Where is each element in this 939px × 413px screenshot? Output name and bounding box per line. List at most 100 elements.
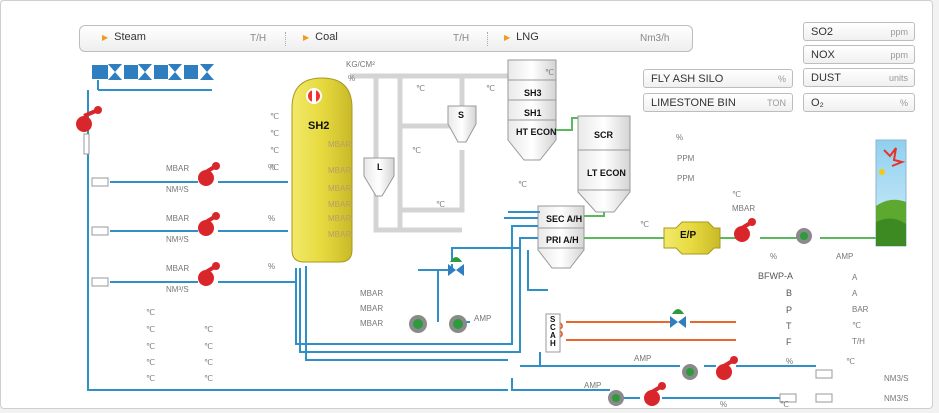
id-fan-percent-label: % <box>770 252 778 261</box>
header-bar: ▶Steam T/H ▶Coal T/H ▶LNG Nm3/h <box>79 25 693 52</box>
cyclone-l-label: L <box>377 162 383 172</box>
control-valve-icon[interactable] <box>448 257 464 276</box>
boiler-pressure-unit: KG/CM² <box>346 60 375 69</box>
header-coal-label: Coal <box>315 31 338 43</box>
fly-ash-silo-box[interactable]: FLY ASH SILO% <box>643 69 793 88</box>
pump-icon[interactable] <box>449 315 467 333</box>
boiler-mbar-label: MBAR <box>328 230 352 239</box>
control-valve-icon[interactable] <box>670 309 686 328</box>
boiler-level-unit: % <box>348 74 356 83</box>
expansion-joint <box>91 277 109 287</box>
fan-temp-label: ℃ <box>780 400 789 409</box>
header-separator <box>285 32 287 46</box>
pump-mbar-label: MBAR <box>360 319 384 328</box>
red-fan-icon[interactable] <box>734 218 756 242</box>
bfwp-row: B <box>786 288 793 298</box>
expansion-joint <box>815 369 833 379</box>
pump-icon[interactable] <box>608 390 624 406</box>
gas-ppm-label: PPM <box>677 174 695 183</box>
id-fan-mbar-label: MBAR <box>732 204 756 213</box>
expansion-joint <box>91 177 109 187</box>
red-fan-icon[interactable] <box>716 356 738 380</box>
temp-label: ℃ <box>204 342 213 351</box>
bfwp-unit: A <box>852 273 858 282</box>
header-item-lng[interactable]: ▶LNG <box>504 31 539 43</box>
temp-label: ℃ <box>204 358 213 367</box>
temp-label: ℃ <box>146 325 155 334</box>
boiler-temp-unit: ℃ <box>270 163 279 172</box>
duct-temp-label: ℃ <box>436 200 445 209</box>
id-fan-temp-label: ℃ <box>732 190 741 199</box>
air-heater <box>537 205 585 269</box>
fan3-mbar-label: MBAR <box>166 264 190 273</box>
fan-amp-label: AMP <box>634 354 652 363</box>
gate-valve-icon[interactable] <box>154 64 182 80</box>
gate-valve-icon[interactable] <box>124 64 152 80</box>
temp-label: ℃ <box>204 325 213 334</box>
gate-valve-icon[interactable] <box>184 64 214 80</box>
bfwp-unit: T/H <box>852 337 865 346</box>
red-fan-icon[interactable] <box>644 382 666 406</box>
o2-label: O₂ <box>811 97 824 109</box>
so2-unit: ppm <box>890 27 908 37</box>
pump-icon[interactable] <box>409 315 427 333</box>
duct-temp-label: ℃ <box>416 84 425 93</box>
temp-label: ℃ <box>146 308 155 317</box>
boiler-mbar-label: MBAR <box>328 184 352 193</box>
arrow-right-icon: ▶ <box>303 33 310 42</box>
temp-label: ℃ <box>146 374 155 383</box>
boiler-percent-unit: % <box>268 214 276 223</box>
limestone-bin-label: LIMESTONE BIN <box>651 97 736 109</box>
pump-icon[interactable] <box>796 228 812 244</box>
electrostatic-precipitator <box>663 221 721 255</box>
cyclone-l <box>363 157 395 197</box>
header-coal-unit: T/H <box>453 33 470 44</box>
header-steam-label: Steam <box>114 31 146 43</box>
fan1-flow-label: NM³/S <box>166 185 189 194</box>
gray-duct-group <box>350 73 512 233</box>
limestone-bin-unit: TON <box>767 98 786 108</box>
fly-ash-silo-label: FLY ASH SILO <box>651 73 724 85</box>
boiler-label: SH2 <box>308 120 330 132</box>
bfwp-unit: A <box>852 289 858 298</box>
bfwp-unit: BAR <box>852 305 869 314</box>
boiler-temp-unit: ℃ <box>270 129 279 138</box>
fly-ash-silo-unit: % <box>777 74 786 84</box>
gate-valve-icon[interactable] <box>92 64 122 80</box>
sec-ah-label: SEC A/H <box>546 214 583 224</box>
red-fan-icon[interactable] <box>76 106 102 155</box>
lt-econ-label: LT ECON <box>587 168 626 178</box>
duct-return <box>373 192 400 233</box>
o2-box[interactable]: O₂% <box>803 93 915 112</box>
boiler-mbar-label: MBAR <box>328 166 352 175</box>
red-fan-icon[interactable] <box>198 212 220 236</box>
expansion-joint <box>91 226 109 236</box>
limestone-bin-box[interactable]: LIMESTONE BIN TON <box>643 93 793 112</box>
sh1-label: SH1 <box>524 108 542 118</box>
scr-tower <box>577 115 631 213</box>
expansion-joint <box>779 393 797 403</box>
fan-temp-label: ℃ <box>846 357 855 366</box>
o2-unit: % <box>899 98 908 108</box>
arrow-right-icon: ▶ <box>102 33 109 42</box>
duct-temp-label: ℃ <box>412 146 421 155</box>
boiler-mbar-label: MBAR <box>328 200 352 209</box>
header-item-steam[interactable]: ▶ Steam <box>102 31 146 43</box>
header-item-coal[interactable]: ▶ Coal <box>303 31 338 43</box>
red-fan-icon[interactable] <box>198 262 220 286</box>
fan1-percent-label: % <box>268 163 276 172</box>
boiler-temp-unit: ℃ <box>270 146 279 155</box>
boiler-mbar-label: MBAR <box>328 214 352 223</box>
flue-gas-line <box>556 117 878 239</box>
scah-box <box>545 313 561 353</box>
boiler-sh2 <box>291 77 353 263</box>
red-fan-icon[interactable] <box>198 162 220 186</box>
pump-icon[interactable] <box>682 364 698 380</box>
fan2-mbar-label: MBAR <box>166 214 190 223</box>
bfwp-row: P <box>786 305 793 315</box>
boiler-mbar-label: MBAR <box>328 140 352 149</box>
